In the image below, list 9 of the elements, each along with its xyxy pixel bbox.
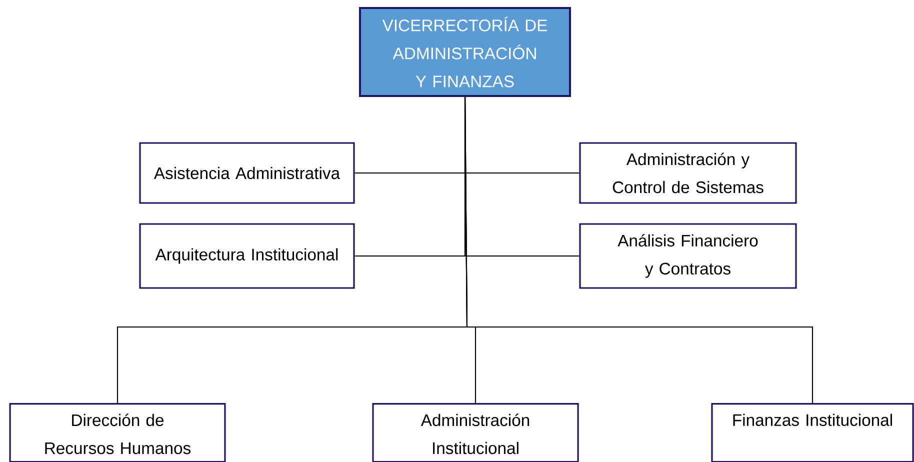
department-box: Análisis Financiero y Contratos [579,223,797,289]
department-box: Dirección de Recursos Humanos [9,403,226,462]
department-box: Finanzas Institucional [711,403,914,462]
connector-line [464,97,814,403]
department-box: Arquitectura Institucional [139,223,355,289]
title-box: VICERRECTORÍA DE ADMINISTRACIÓN Y FINANZAS [359,7,571,97]
department-box: Administración Institucional [372,403,579,462]
department-box: Asistencia Administrativa [139,142,355,204]
department-box: Administración y Control de Sistemas [579,142,797,204]
